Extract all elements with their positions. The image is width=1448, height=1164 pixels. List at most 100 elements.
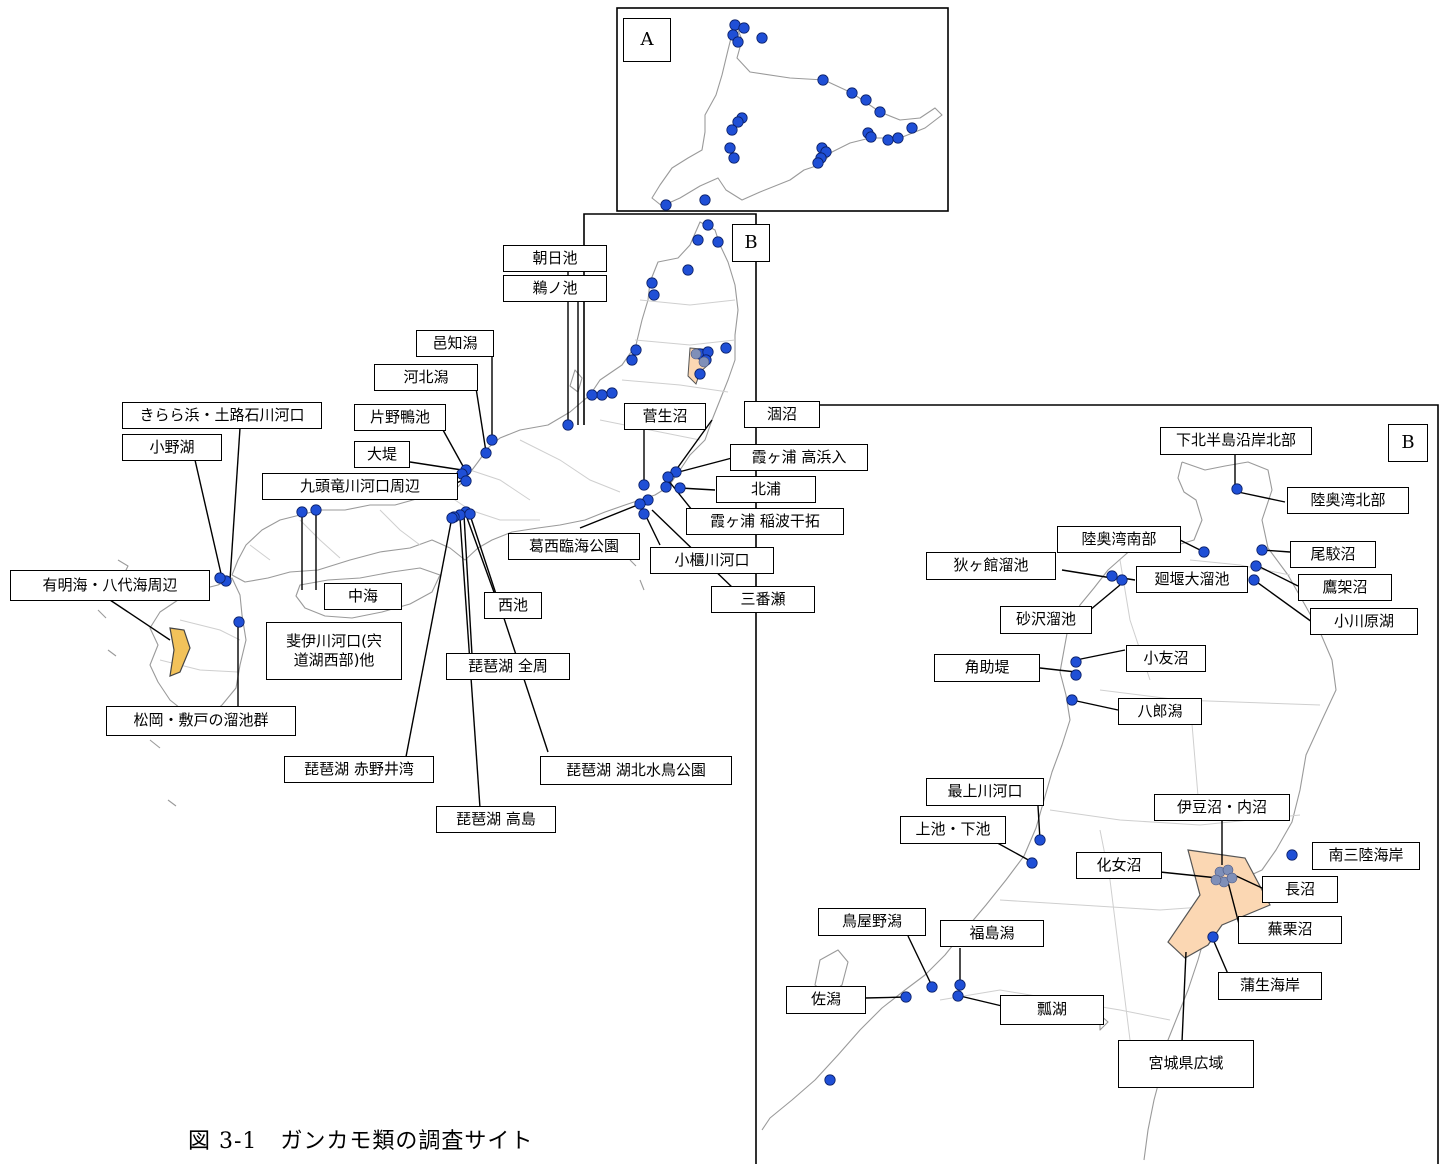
site-label-kitaura: 北浦 [716,476,816,503]
site-label-minamisanriku: 南三陸海岸 [1312,842,1420,870]
site-dot [952,990,964,1002]
site-label-otsutsumi: 大堤 [354,441,410,468]
site-label-ariake: 有明海・八代海周辺 [10,570,210,601]
site-label-takahoko: 鷹架沼 [1298,574,1392,601]
site-dot [634,498,646,510]
panel-a-label: A [623,18,671,62]
site-dot [1231,483,1243,495]
site-dot [1286,849,1298,861]
site-label-naganuma: 長沼 [1262,876,1338,903]
site-dot [670,466,682,478]
site-label-mutsu_south: 陸奥湾南部 [1057,526,1181,553]
site-label-mutsu_north: 陸奥湾北部 [1287,487,1409,514]
site-dot [724,142,736,154]
site-dot [926,981,938,993]
site-dot [720,342,732,354]
site-dot [638,508,650,520]
site-label-asahi: 朝日池 [503,245,607,272]
site-dot [638,479,650,491]
site-label-sakadate: 狄ヶ館溜池 [926,552,1056,580]
site-dot [728,152,740,164]
site-dot [630,344,642,356]
site-dot [1034,834,1046,846]
site-dot [865,131,877,143]
site-dot [486,434,498,446]
site-label-mogami: 最上川河口 [926,778,1044,806]
site-dot [817,74,829,86]
site-label-ouchi: 邑知潟 [416,330,494,357]
site-dot [1248,574,1260,586]
islands-coast [97,559,645,807]
panel-b-small-label: B [732,224,770,262]
sado-coast [569,369,583,393]
site-label-ogawara: 小川原湖 [1310,608,1418,635]
site-dot [464,508,476,520]
site-label-unoike: 鵜ノ池 [503,275,607,302]
panel-a-frame [616,7,949,212]
site-label-hinuma: 涸沼 [744,401,820,428]
site-label-sakata: 佐潟 [786,986,866,1014]
site-dot [694,368,706,380]
panel-b-small-frame [583,213,757,425]
site-dot [1066,694,1078,706]
site-dot [1250,560,1262,572]
site-label-biwa_kohoku: 琵琶湖 湖北水鳥公園 [540,756,732,785]
hokkaido-coast [651,21,943,207]
site-label-izunuma: 伊豆沼・内沼 [1154,794,1290,821]
site-dot [732,36,744,48]
site-label-sanbanze: 三番瀬 [711,586,815,613]
site-dot [882,134,894,146]
site-dot [586,389,598,401]
site-dot [1116,574,1128,586]
miyagi-wide-area [1167,849,1271,959]
site-label-miyagi: 宮城県広域 [1118,1040,1254,1088]
shikoku-coast [295,567,441,619]
site-dot [756,32,768,44]
site-dot [906,122,918,134]
leader-lines [109,272,1313,1043]
site-label-biwa_akano: 琵琶湖 赤野井湾 [284,756,434,783]
site-dot [606,387,618,399]
site-label-matsuoka: 松岡・敷戸の溜池群 [106,706,296,736]
site-label-kamiike: 上池・下池 [900,816,1006,844]
site-dot [562,419,574,431]
site-dot [732,116,744,128]
site-label-katano: 片野鴨池 [354,404,446,431]
site-dot [648,289,660,301]
site-dot [712,236,724,248]
site-dot [824,1074,836,1086]
site-dot [460,475,472,487]
site-dot [846,87,858,99]
site-dot [682,264,694,276]
site-dot [874,106,886,118]
site-label-shimokita: 下北半島沿岸北部 [1160,427,1312,455]
site-dot [660,481,672,493]
site-dot [596,389,608,401]
site-dot-in-area [1226,872,1238,884]
site-dot [860,94,872,106]
site-label-kasai: 葛西臨海公園 [508,533,640,560]
site-dot [1198,546,1210,558]
site-label-kotomo: 小友沼 [1126,645,1206,672]
site-dot [626,354,638,366]
site-dot [699,194,711,206]
site-dot [214,572,226,584]
site-dot [233,616,245,628]
site-label-kuzuryu: 九頭竜川河口周辺 [262,473,458,500]
site-dot [954,979,966,991]
site-label-kirara: きらら浜・土路石川河口 [122,402,322,429]
site-dot [892,132,904,144]
honshu-coast [231,221,739,583]
site-dot [660,199,672,211]
site-label-nakaumi: 中海 [324,583,402,610]
panel-b-large-frame [755,404,1439,1164]
site-dot [674,482,686,494]
site-dot [900,991,912,1003]
site-dot [1026,857,1038,869]
site-dot [702,219,714,231]
site-label-biwa_takashima: 琵琶湖 高島 [436,806,556,833]
site-dot [1070,669,1082,681]
site-dot-in-area [1210,874,1222,886]
site-dot [296,506,308,518]
